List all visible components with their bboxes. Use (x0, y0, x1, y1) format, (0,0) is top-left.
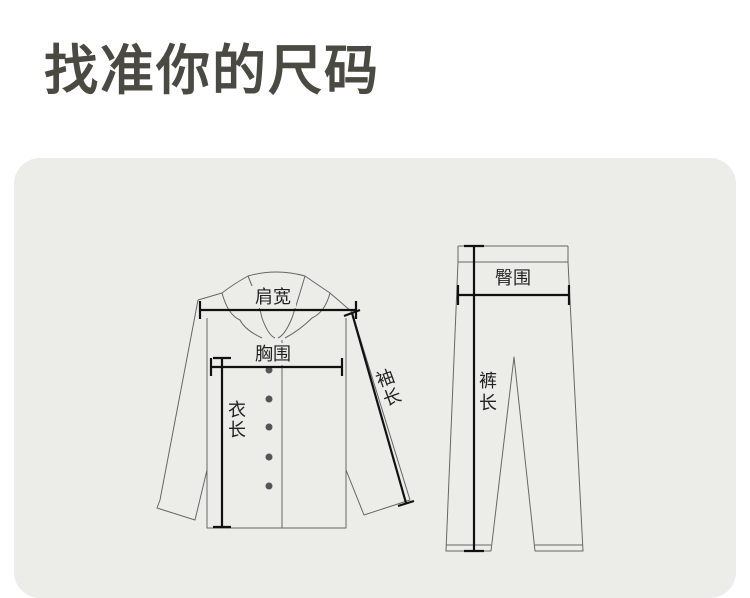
shirt-button (265, 453, 273, 461)
shirt-button (265, 482, 273, 490)
pants-measure-lines (456, 244, 571, 553)
shirt-buttons (265, 366, 273, 490)
shoulder-label: 肩宽 (255, 287, 291, 308)
length-label-char-2: 长 (228, 420, 246, 441)
pants-outline (445, 245, 584, 552)
diagram-panel (14, 158, 736, 598)
shirt-outline (156, 271, 411, 529)
shirt-button (265, 366, 273, 374)
hip-label: 臀围 (495, 268, 531, 289)
length-label-group: 衣 长 (228, 400, 246, 441)
pants-length-label-char-1: 裤 (479, 371, 497, 392)
length-label-char-1: 衣 (228, 400, 246, 421)
pants-length-label-char-2: 长 (479, 393, 497, 414)
pants-length-label-group: 裤 长 (479, 371, 497, 414)
shirt-measure-lines (198, 301, 415, 529)
chest-label: 胸围 (255, 344, 291, 365)
shirt-button (265, 395, 273, 403)
sleeve-line (350, 312, 408, 504)
shirt-button (265, 423, 273, 431)
page-title: 找准你的尺码 (44, 39, 380, 102)
sleeve-label-char-2: 长 (380, 385, 404, 411)
